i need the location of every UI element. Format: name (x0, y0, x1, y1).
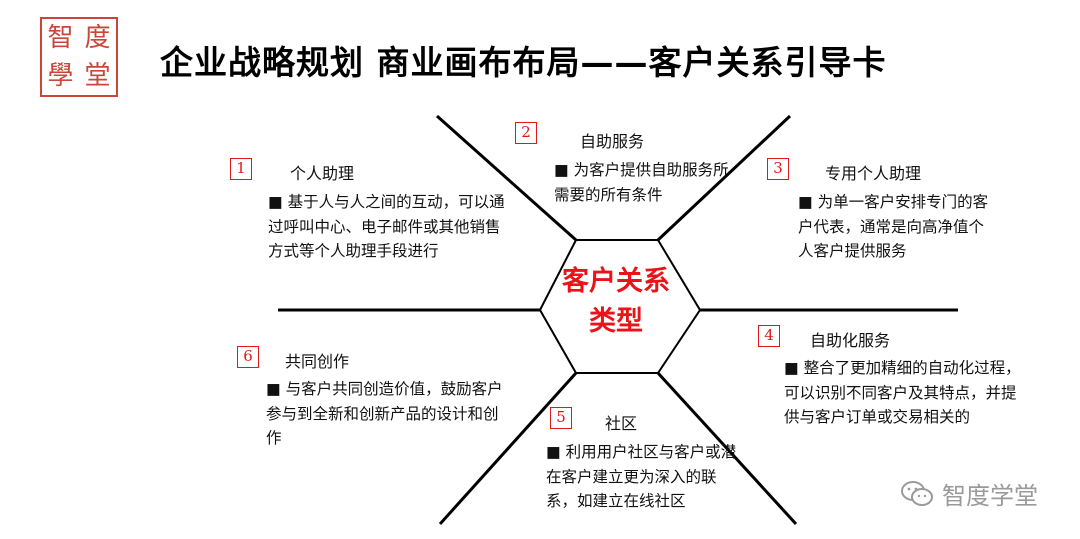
item-2-desc: ■ 为客户提供自助服务所需要的所有条件 (554, 161, 729, 204)
logo-seal: 智 度 學 堂 (40, 17, 118, 97)
item-6-label: 共同创作 (285, 352, 350, 371)
logo-char: 堂 (84, 61, 111, 91)
item-1-desc: ■ 基于人与人之间的互动，可以通过呼叫中心、电子邮件或其他销售方式等个人助理手段… (268, 193, 505, 260)
item-1-number: 1 (230, 158, 252, 180)
spoke-bottom-right (656, 371, 798, 526)
item-5-number: 5 (550, 407, 572, 429)
item-6-number: 6 (237, 346, 259, 368)
spoke-top-right (656, 114, 792, 242)
logo-char: 度 (84, 23, 111, 53)
watermark-text: 智度学堂 (942, 482, 1038, 510)
item-4-number: 4 (758, 325, 780, 347)
page-title: 企业战略规划 商业画布布局——客户关系引导卡 (160, 43, 887, 82)
item-2-label: 自助服务 (580, 132, 645, 151)
item-3-desc: ■ 为单一客户安排专门的客户代表，通常是向高净值个人客户提供服务 (798, 193, 989, 260)
item-3-number: 3 (767, 158, 789, 180)
center-line-1: 客户关系 (562, 266, 670, 297)
center-label: 客户关系 类型 (548, 262, 684, 342)
item-1-label: 个人助理 (290, 164, 355, 183)
wechat-icon (901, 480, 933, 506)
item-6-desc: ■ 与客户共同创造价值，鼓励客户参与到全新和创新产品的设计和创作 (266, 380, 503, 447)
watermark: 智度学堂 (900, 476, 1038, 511)
item-4-desc: ■ 整合了更加精细的自动化过程，可以识别不同客户及其特点，并提供与客户订单或交易… (784, 359, 1021, 426)
spoke-bottom-left (438, 371, 578, 526)
item-2-number: 2 (515, 122, 537, 144)
item-4-label: 自助化服务 (810, 331, 891, 350)
item-3-label: 专用个人助理 (825, 164, 922, 183)
item-5-desc: ■ 利用用户社区与客户或潜在客户建立更为深入的联系，如建立在线社区 (546, 443, 737, 510)
logo-char: 智 (47, 23, 74, 53)
spoke-top-left (436, 114, 577, 242)
item-5-label: 社区 (605, 414, 638, 433)
logo-char: 學 (47, 61, 74, 91)
center-line-2: 类型 (589, 306, 643, 337)
